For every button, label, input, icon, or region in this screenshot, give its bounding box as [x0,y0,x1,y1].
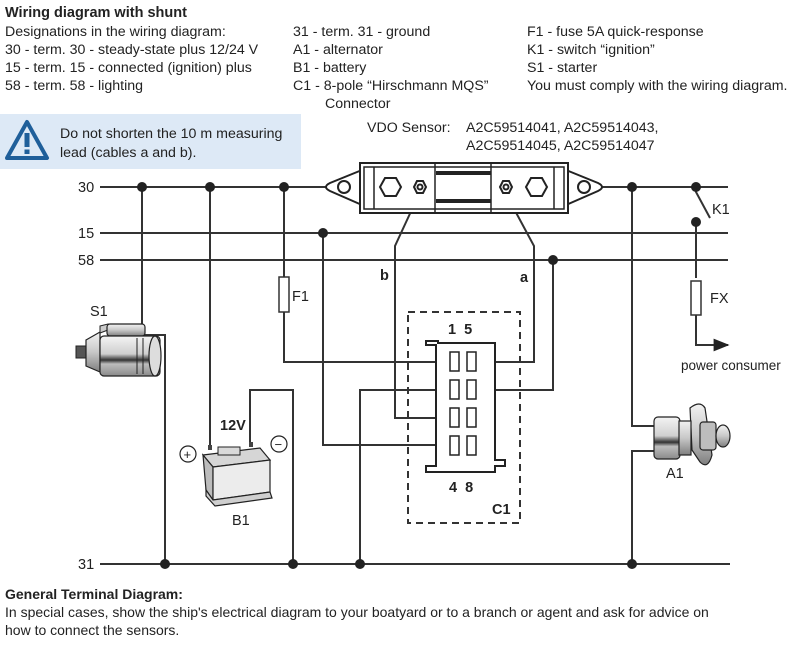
alternator-a1 [653,403,731,466]
rail-58-to-pin6-wire [474,260,554,391]
warning-text: Do not shorten the 10 m measuring lead (… [60,125,282,163]
pin2-ground-wire [359,389,450,564]
wires [100,186,730,565]
legend-line: Designations in the wiring diagram: [5,24,226,40]
legend-line: A1 - alternator [293,42,383,58]
shunt-mount-hole [337,180,351,194]
battery-voltage-label: 12V [220,418,246,434]
junction-dot [137,182,147,192]
legend-line: K1 - switch “ignition” [527,42,655,58]
battery-b1-label: B1 [232,513,250,529]
page-title: Wiring diagram with shunt [5,5,187,21]
connector-c1-outline [407,311,521,524]
warning-text-line: lead (cables a and b). [60,145,197,161]
cable-b-wire [394,191,450,419]
legend-line: Connector [325,96,391,112]
power-consumer-label: power consumer [681,358,781,373]
fuse-fx-label: FX [710,291,729,307]
fuse-f1-icon [278,276,290,313]
switch-k1-label: K1 [712,202,730,218]
junction-dot [355,559,365,569]
fuse-fx-icon [690,280,702,316]
legend-line: B1 - battery [293,60,367,76]
junction-dot [288,559,298,569]
pin-label-top: 1 5 [448,322,472,338]
power-consumer-arrow [695,315,730,352]
shunt-bolt-icon [378,177,403,197]
sensor-parts-line: A2C59514041, A2C59514043, [466,120,659,136]
footer-heading: General Terminal Diagram: [5,586,183,602]
battery-plus-icon [179,445,197,463]
junction-dots [137,182,701,569]
cable-b-label: b [380,268,389,284]
battery-minus-icon [270,435,288,453]
rail-label-58: 58 [78,253,94,269]
junction-dot [548,255,558,265]
connector-pin [466,379,477,400]
footer-text-line: In special cases, show the ship's electr… [5,604,709,620]
starter-s1-label: S1 [90,304,108,320]
alternator-a1-label: A1 [666,466,684,482]
pin-label-bottom: 4 8 [449,480,473,496]
connector-c1-label: C1 [492,502,511,518]
cable-a-wire [474,191,535,363]
junction-dot [627,182,637,192]
junction-dot [160,559,170,569]
junction-dot [318,228,328,238]
sensor-parts-line: A2C59514045, A2C59514047 [466,138,655,154]
junction-dot [205,182,215,192]
warning-text-line: Do not shorten the 10 m measuring [60,126,283,142]
alternator-ground-wire [631,450,660,564]
warning-box: Do not shorten the 10 m measuring lead (… [0,114,301,169]
warning-triangle-icon [5,120,49,160]
f1-to-pin1-wire [283,312,450,363]
connector-c1: 1 5 4 8 C1 [407,311,521,524]
battery-plus-sign: + [184,447,192,462]
connector-pin [449,435,460,456]
legend-line: 30 - term. 30 - steady-state plus 12/24 … [5,42,259,58]
battery-minus-sign: − [275,437,283,452]
shunt-mount-hole [577,180,591,194]
junction-dot [279,182,289,192]
legend-line: F1 - fuse 5A quick-response [527,24,704,40]
connector-pin [449,379,460,400]
legend-line: S1 - starter [527,60,598,76]
legend-line: 15 - term. 15 - connected (ignition) plu… [5,60,252,76]
connector-pin [449,351,460,372]
legend-line: 31 - term. 31 - ground [293,24,431,40]
junction-dot [691,182,701,192]
rail-label-15: 15 [78,226,94,242]
connector-pin [466,435,477,456]
alternator-feed-wire [631,187,660,427]
connector-pins [449,351,477,456]
connector-pin [466,407,477,428]
connector-housing [425,340,506,473]
footer-text-line: how to connect the sensors. [5,622,180,638]
k1-switch-lever [695,187,711,219]
battery-minus-wire [249,389,294,564]
cable-a-label: a [520,270,529,286]
battery-b1 [179,435,288,507]
legend-line: C1 - 8-pole “Hirschmann MQS” [293,78,489,94]
connector-pin [466,351,477,372]
connector-pin [449,407,460,428]
junction-dot [691,217,701,227]
starter-s1 [75,323,162,377]
rail-label-30: 30 [78,180,94,196]
starter-ground-wire [140,334,166,564]
shunt [325,162,603,214]
legend-line: 58 - term. 58 - lighting [5,78,143,94]
junction-dot [627,559,637,569]
rail-15-to-pin4-wire [322,233,450,446]
shunt-bolt-icon [524,177,549,197]
sensor-label: VDO Sensor: [367,120,451,136]
legend-line: You must comply with the wiring diagram. [527,78,788,94]
fuse-f1-label: F1 [292,289,309,305]
rail-label-31: 31 [78,557,94,573]
